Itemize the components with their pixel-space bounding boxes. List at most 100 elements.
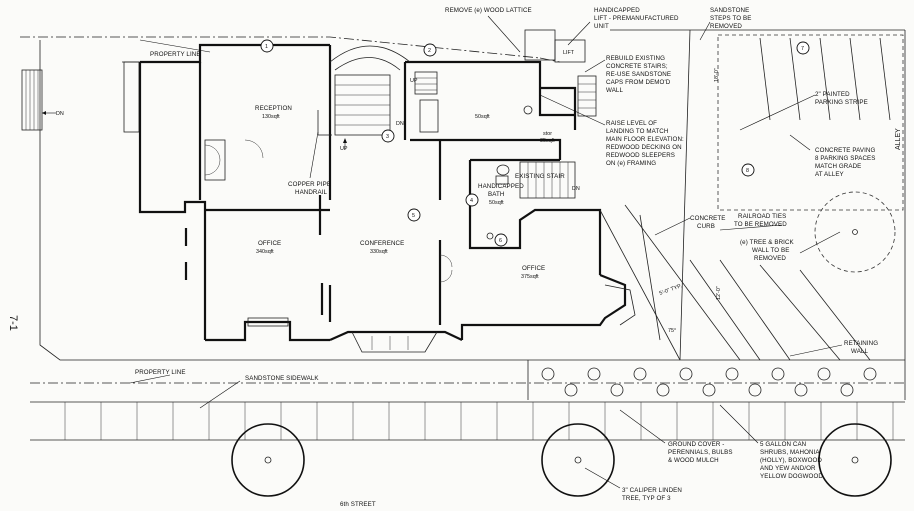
concrete-paving-label-3: MATCH GRADE	[815, 163, 861, 170]
conference-label: CONFERENCE	[360, 240, 404, 247]
ground-cover-label-2: PERENNIALS, BULBS	[668, 449, 733, 456]
shrubs-label-3: (HOLLY), BOXWOOD	[760, 457, 822, 464]
up-label-1: UP	[340, 146, 348, 152]
office-left-label: OFFICE	[258, 240, 281, 247]
room-50-label: 50sqft	[475, 114, 490, 120]
up-label-2: UP	[410, 78, 418, 84]
callout-5: 5	[407, 208, 421, 222]
concrete-paving-label-2: 8 PARKING SPACES	[815, 155, 876, 162]
planting-strip	[527, 360, 877, 400]
office-bay-window	[604, 284, 636, 326]
property-line-top	[20, 36, 541, 59]
site-diagonals	[599, 204, 871, 361]
shrub	[541, 367, 555, 381]
dim-angle-label: 75°	[668, 328, 676, 334]
office-right-label: OFFICE	[522, 265, 545, 272]
callout-3: 3	[381, 129, 395, 143]
handicapped-lift-label-1: HANDICAPPED	[594, 7, 640, 14]
street-trees	[231, 423, 892, 497]
shrub	[817, 367, 831, 381]
sheet-number: 7-1	[7, 315, 19, 331]
copper-label-2: HANDRAIL	[295, 189, 328, 196]
leader-lines	[129, 15, 843, 489]
svg-text:6: 6	[499, 238, 502, 244]
linden-label-2: TREE, TYP OF 3	[622, 495, 671, 502]
concrete-curb-label-2: CURB	[697, 223, 715, 230]
handicapped-bath-label-1: HANDICAPPED	[478, 183, 524, 190]
shrubs-label-1: 5 GALLON CAN	[760, 441, 806, 448]
shrubs-label-5: YELLOW DOGWOOD	[760, 473, 823, 480]
linden-label-1: 3" CALIPER LINDEN	[622, 487, 682, 494]
svg-text:3: 3	[386, 134, 389, 140]
bay-window	[351, 331, 438, 353]
callout-8: 8	[741, 163, 755, 177]
reception-doors	[204, 139, 264, 181]
parking-stripe-label-1: 2" PAINTED	[815, 91, 850, 98]
retaining-label-1: RETAINING	[844, 340, 878, 347]
rebuild-label-2: CONCRETE STAIRS;	[606, 63, 668, 70]
svg-text:8: 8	[746, 168, 749, 174]
shrub	[564, 383, 578, 397]
shrub	[633, 367, 647, 381]
raise-label-3: MAIN FLOOR ELEVATION:	[606, 136, 684, 143]
shrub	[725, 367, 739, 381]
concrete-paving-label-4: AT ALLEY	[815, 171, 844, 178]
svg-text:7: 7	[801, 46, 804, 52]
concrete-paving-label-1: CONCRETE PAVING	[815, 147, 875, 154]
retaining-label-2: WALL	[851, 348, 868, 355]
office-right-area: 375sqft	[521, 274, 539, 280]
reception-label: RECEPTION	[255, 105, 292, 112]
shrub	[863, 367, 877, 381]
building-walls	[138, 43, 627, 342]
ground-cover-label-3: & WOOD MULCH	[668, 457, 719, 464]
existing-stair-label: EXISTING STAIR	[515, 173, 565, 180]
dn-label-3: DN	[572, 186, 580, 192]
sandstone-sidewalk	[30, 401, 905, 441]
svg-text:5: 5	[412, 213, 415, 219]
svg-text:1: 1	[265, 44, 268, 50]
shrub	[794, 383, 808, 397]
room-35-label-1: stor	[543, 131, 552, 137]
bath-fixtures	[419, 99, 533, 240]
existing-stair	[519, 161, 576, 199]
shrub	[656, 383, 670, 397]
rebuild-label-4: CAPS FROM DEMO'D	[606, 79, 671, 86]
shrub	[610, 383, 624, 397]
tree-brick-label-1: (e) TREE & BRICK	[740, 239, 795, 246]
handicapped-lift-label-2: LIFT - PREMANUFACTURED	[594, 15, 679, 22]
shrub	[771, 367, 785, 381]
rebuild-label-5: WALL	[606, 87, 623, 94]
raise-label-1: RAISE LEVEL OF	[606, 120, 657, 127]
property-line-top-ext	[539, 57, 561, 63]
railroad-label-1: RAILROAD TIES	[738, 213, 786, 220]
lift-box-label: LIFT	[563, 50, 575, 56]
property-line-bottom-label: PROPERTY LINE	[135, 369, 186, 376]
reception-area: 130sqft	[262, 114, 280, 120]
callout-2: 2	[423, 43, 437, 57]
shrub	[748, 383, 762, 397]
raise-label-4: REDWOOD DECKING ON	[606, 144, 682, 151]
dn-label-2: DN	[396, 121, 404, 127]
svg-text:4: 4	[470, 198, 473, 204]
raise-label-5: REDWOOD SLEEPERS	[606, 152, 675, 159]
handicapped-bath-label-2: BATH	[488, 191, 504, 198]
remove-lattice-label: REMOVE (e) WOOD LATTICE	[445, 7, 532, 14]
alley-label: ALLEY	[895, 128, 902, 150]
sandstone-steps-label-1: SANDSTONE	[710, 7, 749, 14]
rebuild-label-1: REBUILD EXISTING	[606, 55, 665, 62]
raise-label-6: ON (e) FRAMING	[606, 160, 656, 167]
svg-text:2: 2	[428, 48, 431, 54]
callout-7: 7	[796, 41, 810, 55]
parking-stripe-label-2: PARKING STRIPE	[815, 99, 868, 106]
callout-4: 4	[465, 193, 479, 207]
room-35-label-2: 35sqft	[540, 138, 555, 144]
parking-stripes	[717, 34, 904, 211]
handicapped-lift-label-3: UNIT	[594, 23, 609, 30]
office-window-marks	[184, 195, 453, 315]
ground-cover-label-1: GROUND COVER -	[668, 441, 724, 448]
dim-18-label: 18'-0"	[714, 68, 720, 82]
shrubs-label-2: SHRUBS, MAHONIA	[760, 449, 820, 456]
dim-5-label: 5'-0" TYP.	[659, 283, 683, 297]
